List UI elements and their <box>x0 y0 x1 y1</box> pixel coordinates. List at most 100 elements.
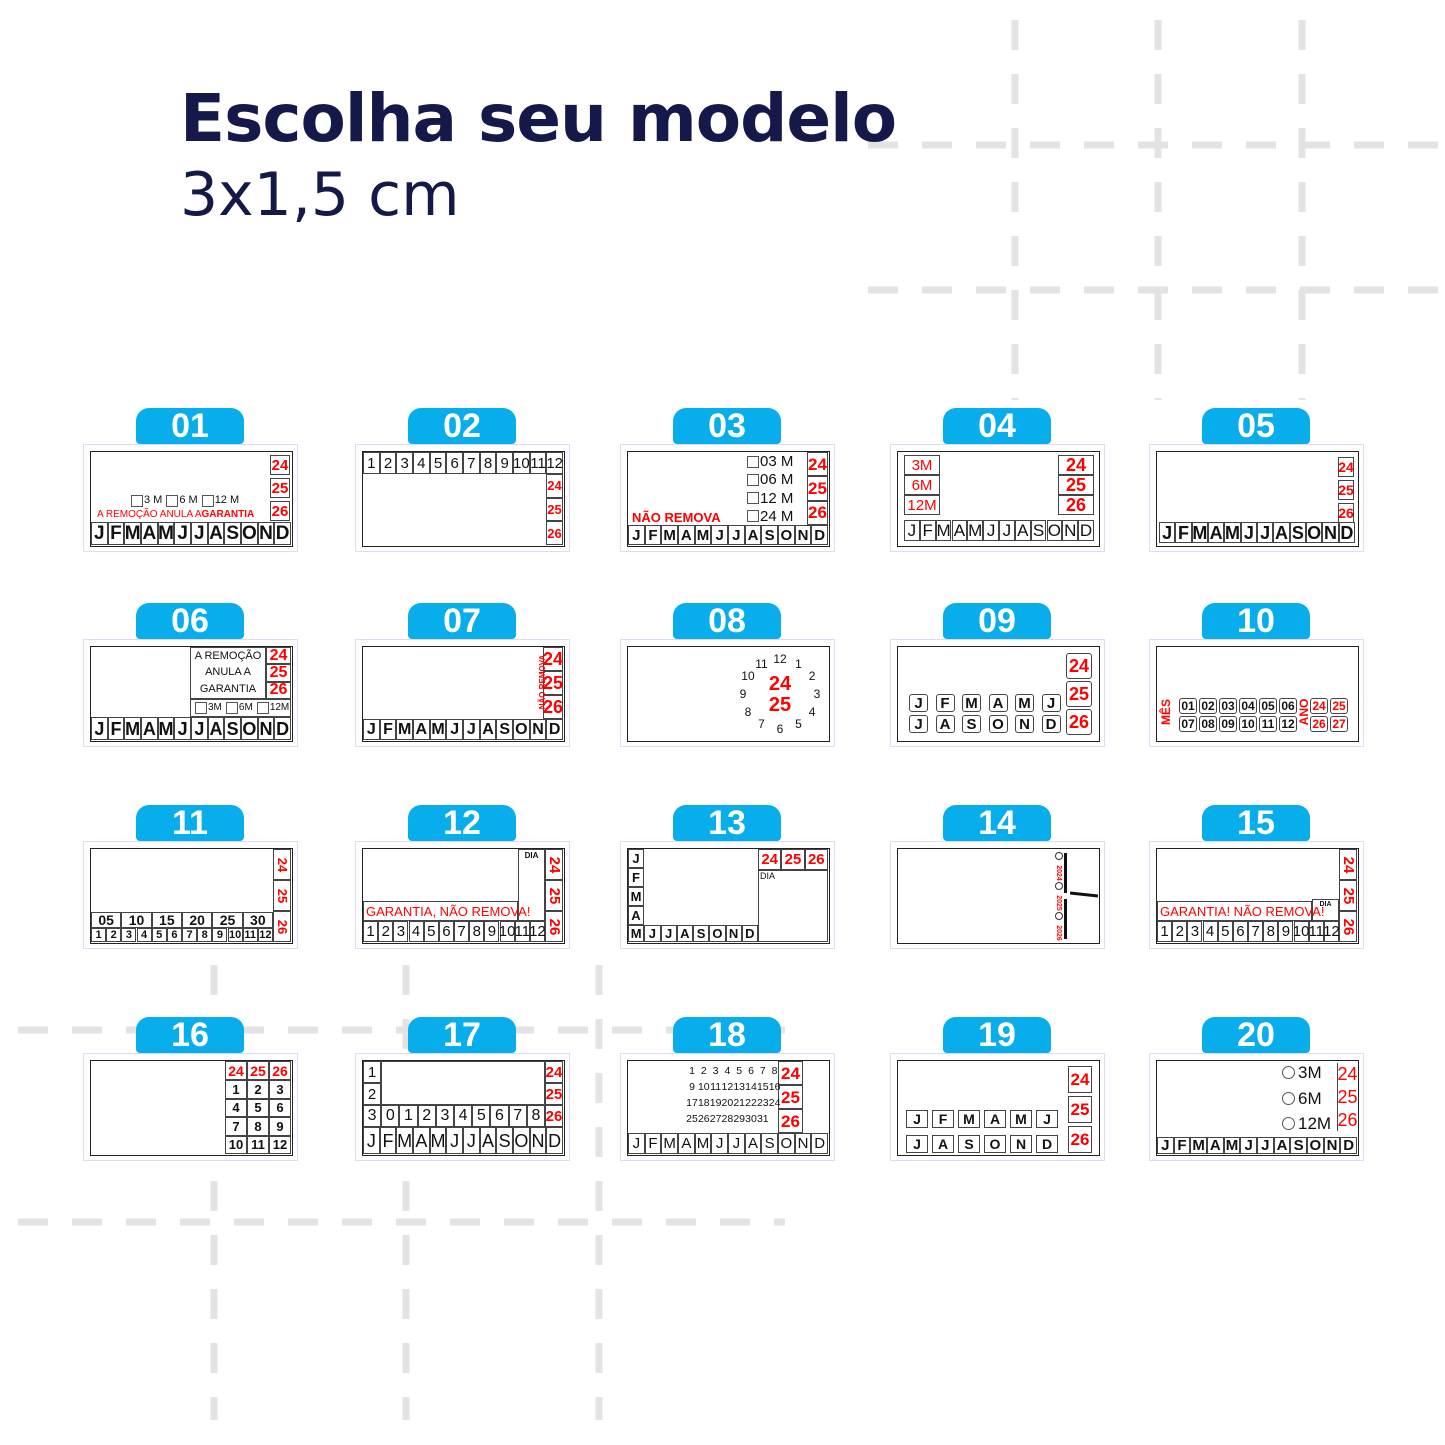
year-box: 25 <box>1338 480 1354 500</box>
month-cell: J <box>1157 1137 1174 1154</box>
number-cell: 2 <box>247 1080 269 1099</box>
month-box: M <box>958 1110 980 1128</box>
month-cell: S <box>496 1127 513 1154</box>
year-box: 24 <box>778 1061 803 1085</box>
option-box: 3M <box>904 455 940 475</box>
month-cell: M <box>157 522 175 545</box>
month-cell: M <box>1190 1137 1207 1154</box>
month-cell: M <box>694 1133 712 1154</box>
month-cell: O <box>1307 1137 1324 1154</box>
year-box: 26 <box>545 911 564 942</box>
option: 12 M <box>743 491 793 506</box>
month-cell: S <box>496 719 513 740</box>
day-number: 30 <box>745 1112 757 1125</box>
month-box: D <box>1041 715 1061 733</box>
month-cell: M <box>935 520 952 541</box>
month-cell: O <box>241 717 258 740</box>
month-box: A <box>932 1135 954 1153</box>
month-cell: S <box>224 522 241 545</box>
day-number: 5 <box>736 1064 743 1077</box>
month-number-box: 02 <box>1199 698 1217 714</box>
day-number: 21 <box>733 1096 746 1109</box>
month-cell: F <box>644 525 662 545</box>
month-cell: N <box>257 522 275 545</box>
day-number: 13 <box>733 1080 746 1093</box>
number-cell: 1 <box>91 928 107 942</box>
month-cell: A <box>141 717 158 740</box>
model-number-badge: 04 <box>943 407 1051 445</box>
note-text: NÃO REMOVA <box>632 509 721 525</box>
month-cell: S <box>761 525 778 545</box>
blank <box>803 1061 828 1133</box>
year-label: 24 <box>275 857 291 873</box>
model-number-badge: 20 <box>1202 1016 1310 1054</box>
month-cell: J <box>1257 522 1274 543</box>
year-box: 25 <box>1066 681 1092 707</box>
month-cell: A <box>744 1133 762 1154</box>
month-cell: J <box>191 717 208 740</box>
month-box: D <box>1036 1135 1058 1153</box>
month-cell: J <box>999 520 1015 541</box>
month-cell: A <box>628 906 644 925</box>
day-cell: 10 <box>121 912 152 928</box>
month-cell: F <box>919 520 936 541</box>
model-number-badge: 07 <box>408 602 516 640</box>
day-number: 1 <box>689 1064 695 1077</box>
month-cell: F <box>1173 1137 1191 1154</box>
day-number: 29 <box>733 1112 746 1125</box>
number-cell: 9 <box>212 928 228 942</box>
day-number: 14 <box>745 1080 757 1093</box>
checkbox-icon <box>747 492 759 505</box>
day-cell: 30 <box>242 912 273 928</box>
month-label: MÊS <box>1159 699 1173 726</box>
month-cell: J <box>463 719 480 740</box>
year-box: 24 <box>1338 457 1354 477</box>
number-cell: 11 <box>529 452 547 474</box>
month-cell: F <box>379 1127 397 1154</box>
year-box: 26 <box>545 1105 563 1127</box>
number-cell: 1 <box>1157 921 1173 942</box>
year-box: 26 <box>1338 503 1354 523</box>
month-box: M <box>962 694 981 712</box>
month-cell: A <box>479 1127 497 1154</box>
year-box: 25 <box>270 478 290 498</box>
number-cell: 4 <box>136 928 152 942</box>
note-text: GARANTIA, NÃO REMOVA! <box>363 901 530 921</box>
number-cell: 11 <box>1308 921 1325 942</box>
month-cell: A <box>1273 1137 1291 1154</box>
option: 3M <box>1282 1064 1322 1081</box>
number-cell: 9 <box>496 452 513 474</box>
month-cell: J <box>446 719 463 740</box>
year-box: 27 <box>1330 716 1348 732</box>
clock-number: 5 <box>795 717 802 732</box>
checkbox-icon <box>747 455 759 468</box>
number-cell: 8 <box>247 1117 269 1136</box>
model-number-badge: 03 <box>673 407 781 445</box>
